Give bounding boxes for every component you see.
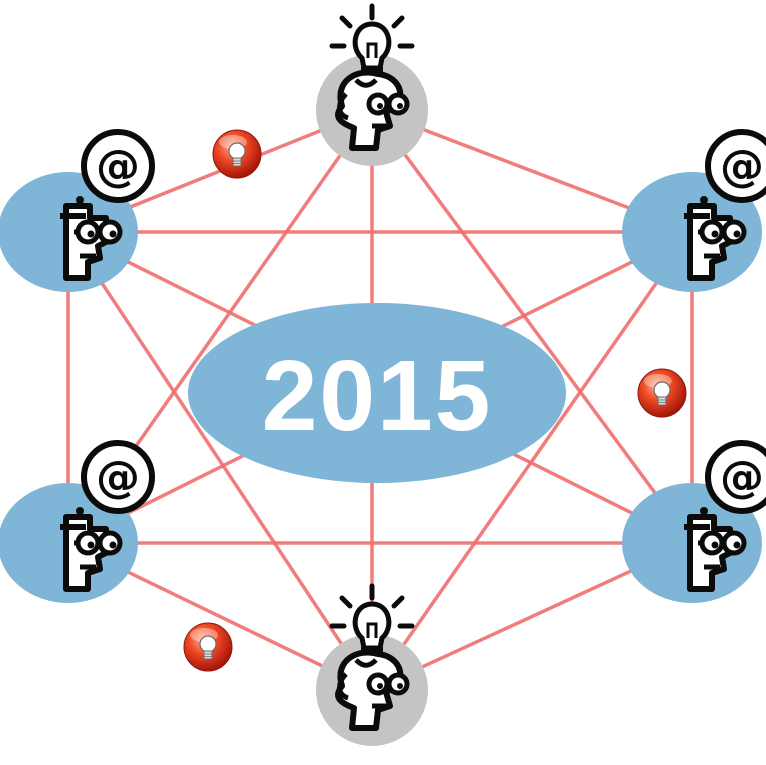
node-bottom-left: @: [0, 440, 155, 603]
node-top: [316, 6, 428, 166]
lightbulb-badge-icon: [212, 129, 262, 179]
at-sign: @: [96, 452, 140, 503]
email-bubble: [705, 440, 766, 514]
year-title: 2015: [262, 340, 492, 452]
thought-dot: [76, 196, 84, 204]
email-bubble: [81, 440, 155, 514]
at-sign: @: [720, 452, 764, 503]
at-sign-icon: @: [693, 440, 766, 524]
node-bottom-right: @: [622, 440, 766, 603]
at-sign: @: [720, 141, 764, 192]
lightbulb-badge-icon: [637, 368, 687, 418]
node-top-left: @: [0, 129, 155, 292]
connection-line: [370, 108, 694, 545]
email-bubble: [81, 129, 155, 203]
email-bubble: [705, 129, 766, 203]
people-nodes: @ @ @ @: [0, 6, 766, 746]
at-sign-icon: @: [693, 129, 766, 213]
thought-dot: [700, 507, 708, 515]
node-bottom: [316, 586, 428, 746]
thought-dot: [76, 507, 84, 515]
lightbulb-badge-icon: [183, 622, 233, 672]
thought-dot: [700, 196, 708, 204]
at-sign-icon: @: [69, 129, 155, 213]
year-badge: 2015: [188, 303, 566, 483]
at-sign: @: [96, 141, 140, 192]
connection-line: [66, 231, 374, 691]
connection-line: [370, 230, 694, 692]
at-sign-icon: @: [69, 440, 155, 524]
node-top-right: @: [622, 129, 766, 292]
center-ellipse: [188, 303, 566, 483]
